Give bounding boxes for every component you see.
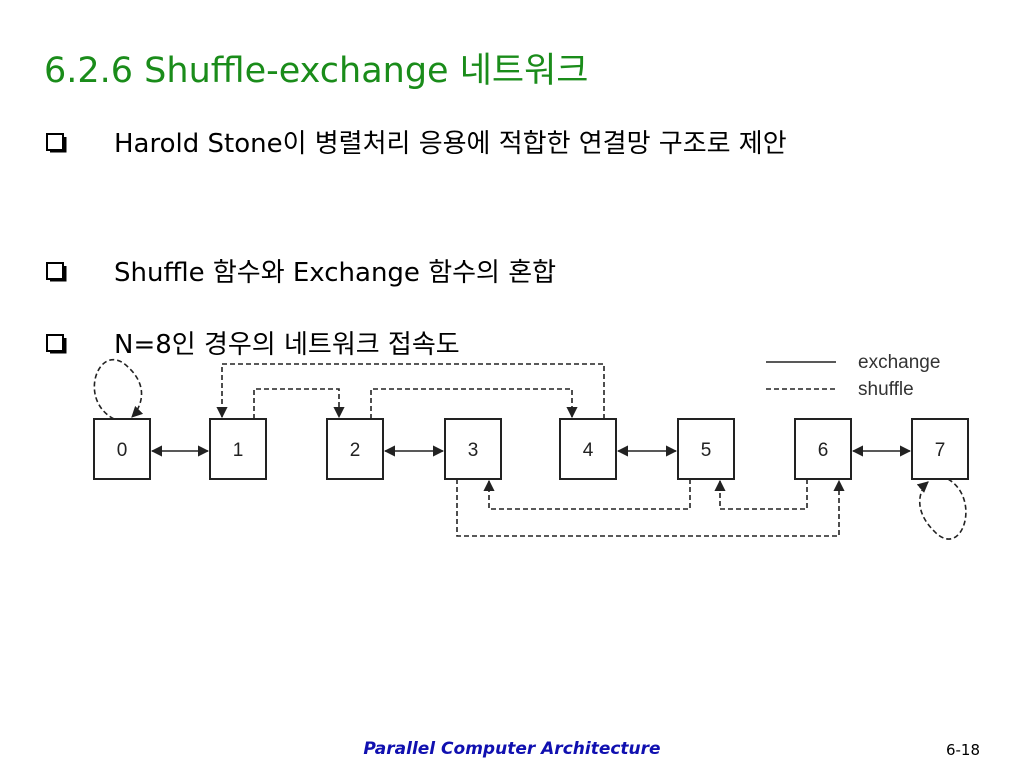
shuffle-link-2-4: [370, 388, 578, 419]
node-1: 1: [209, 418, 267, 480]
checkbox-bullet-icon: [46, 262, 67, 282]
node-label: 3: [468, 440, 479, 461]
node-0: 0: [93, 418, 151, 480]
checkbox-bullet-icon: [46, 334, 67, 354]
bullet-2-text: Shuffle 함수와 Exchange 함수의 혼합: [114, 258, 557, 288]
node-label: 0: [117, 440, 128, 461]
node-5: 5: [677, 418, 735, 480]
shuffle-link-6-5: [714, 479, 808, 510]
node-label: 6: [818, 440, 829, 461]
node-4: 4: [559, 418, 617, 480]
footer-title: Parallel Computer Architecture: [363, 739, 661, 759]
node-label: 2: [350, 440, 361, 461]
node-6: 6: [794, 418, 852, 480]
shuffle-link-7-7: [916, 478, 967, 540]
shuffle-link-5-3: [483, 479, 691, 510]
legend-shuffle-label: shuffle: [858, 379, 914, 400]
legend-exchange-label: exchange: [858, 352, 940, 373]
node-label: 7: [935, 440, 946, 461]
shuffle-link-1-2: [253, 388, 345, 419]
page-number: 6-18: [945, 741, 980, 759]
checkbox-bullet-icon: [46, 133, 67, 153]
slide-title: 6.2.6 Shuffle-exchange 네트워크: [44, 51, 589, 91]
node-label: 5: [701, 440, 712, 461]
node-label: 4: [583, 440, 594, 461]
diagram-canvas: 0 1 2 3 4 5 6 7 exchange shuffle: [93, 352, 969, 540]
shuffle-link-0-0: [93, 359, 144, 420]
diagram-legend: exchange shuffle: [766, 352, 940, 400]
node-3: 3: [444, 418, 502, 480]
node-7: 7: [911, 418, 969, 480]
bullet-3-text: N=8인 경우의 네트워크 접속도: [114, 330, 460, 360]
bullet-1-text: Harold Stone이 병렬처리 응용에 적합한 연결망 구조로 제안: [114, 129, 787, 159]
node-2: 2: [326, 418, 384, 480]
shuffle-link-3-6: [456, 479, 845, 537]
node-label: 1: [233, 440, 244, 461]
shuffle-exchange-diagram: 0 1 2 3 4 5 6 7 exchange shuffle: [80, 340, 980, 550]
shuffle-link-4-1: [216, 363, 605, 419]
